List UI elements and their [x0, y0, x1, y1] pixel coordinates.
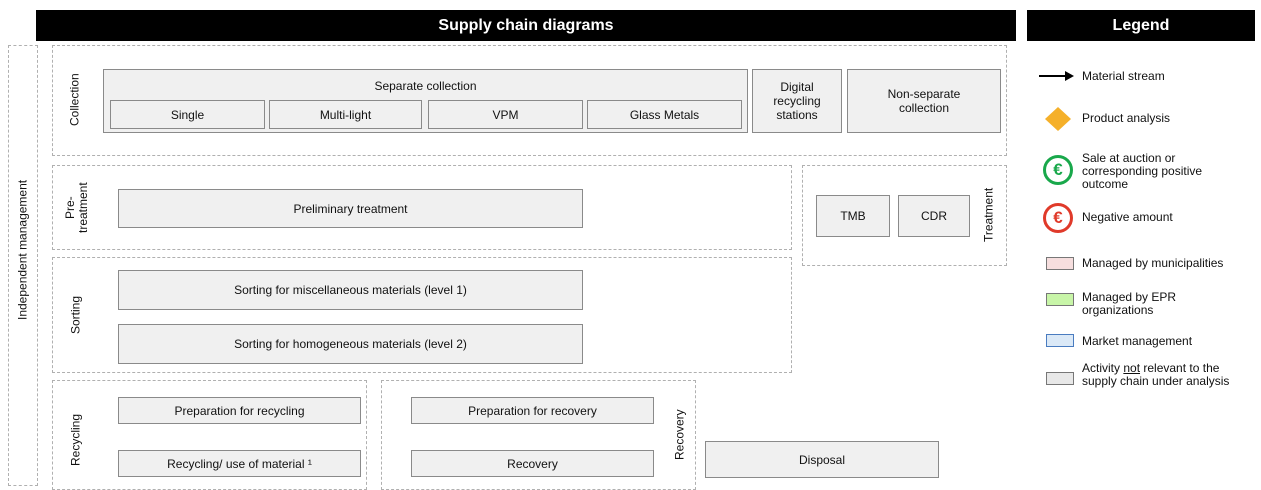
legend-material-stream: Material stream: [1082, 69, 1165, 83]
recycling-label: Recycling: [68, 413, 83, 467]
arrow-icon: [1039, 71, 1074, 81]
recovery-label: Recovery: [672, 409, 687, 461]
recycling-use-box: Recycling/ use of material ¹: [118, 450, 361, 477]
treatment-label: Treatment: [981, 187, 996, 243]
preliminary-treatment-box: Preliminary treatment: [118, 189, 583, 228]
pretreatment-panel: [52, 165, 792, 250]
market-swatch: [1046, 334, 1074, 347]
legend-municipalities: Managed by municipalities: [1082, 256, 1224, 270]
glass-metals-box: Glass Metals: [587, 100, 742, 129]
prep-recovery-box: Preparation for recovery: [411, 397, 654, 424]
municipal-swatch: [1046, 257, 1074, 270]
sorting-homog-box: Sorting for homogeneous materials (level…: [118, 324, 583, 364]
sorting-panel: [52, 257, 792, 373]
non-separate-collection-box: Non-separate collection: [847, 69, 1001, 133]
sorting-misc-box: Sorting for miscellaneous materials (lev…: [118, 270, 583, 310]
legend-negative-amount: Negative amount: [1082, 210, 1173, 224]
single-box: Single: [110, 100, 265, 129]
euro-negative-icon: €: [1043, 203, 1073, 233]
legend-title: Legend: [1027, 10, 1255, 41]
legend-not-relevant: Activity not relevant to the supply chai…: [1082, 361, 1230, 388]
digital-recycling-box: Digital recycling stations: [752, 69, 842, 133]
euro-positive-icon: €: [1043, 155, 1073, 185]
prep-recycling-box: Preparation for recycling: [118, 397, 361, 424]
diamond-icon: [1045, 107, 1071, 131]
legend-epr: Managed by EPR organizations: [1082, 290, 1177, 317]
not-relevant-swatch: [1046, 372, 1074, 385]
legend-sale-auction: Sale at auction or corresponding positiv…: [1082, 152, 1203, 189]
multi-light-box: Multi-light: [269, 100, 422, 129]
legend-product-analysis: Product analysis: [1082, 111, 1171, 125]
cdr-box: CDR: [898, 195, 970, 237]
disposal-box: Disposal: [705, 441, 939, 478]
collection-label: Collection: [67, 73, 82, 127]
diagram-title: Supply chain diagrams: [36, 10, 1016, 41]
legend-market: Market management: [1082, 334, 1193, 348]
collection-panel: [52, 45, 1007, 156]
recovery-box: Recovery: [411, 450, 654, 477]
separate-collection-label: Separate collection: [374, 79, 477, 93]
epr-swatch: [1046, 293, 1074, 306]
pretreatment-label: Pre- treatment: [63, 182, 90, 234]
sorting-label: Sorting: [68, 295, 83, 335]
treatment-panel: [802, 165, 1007, 266]
independent-management-label: Independent management: [15, 179, 30, 321]
tmb-box: TMB: [816, 195, 890, 237]
vpm-box: VPM: [428, 100, 583, 129]
